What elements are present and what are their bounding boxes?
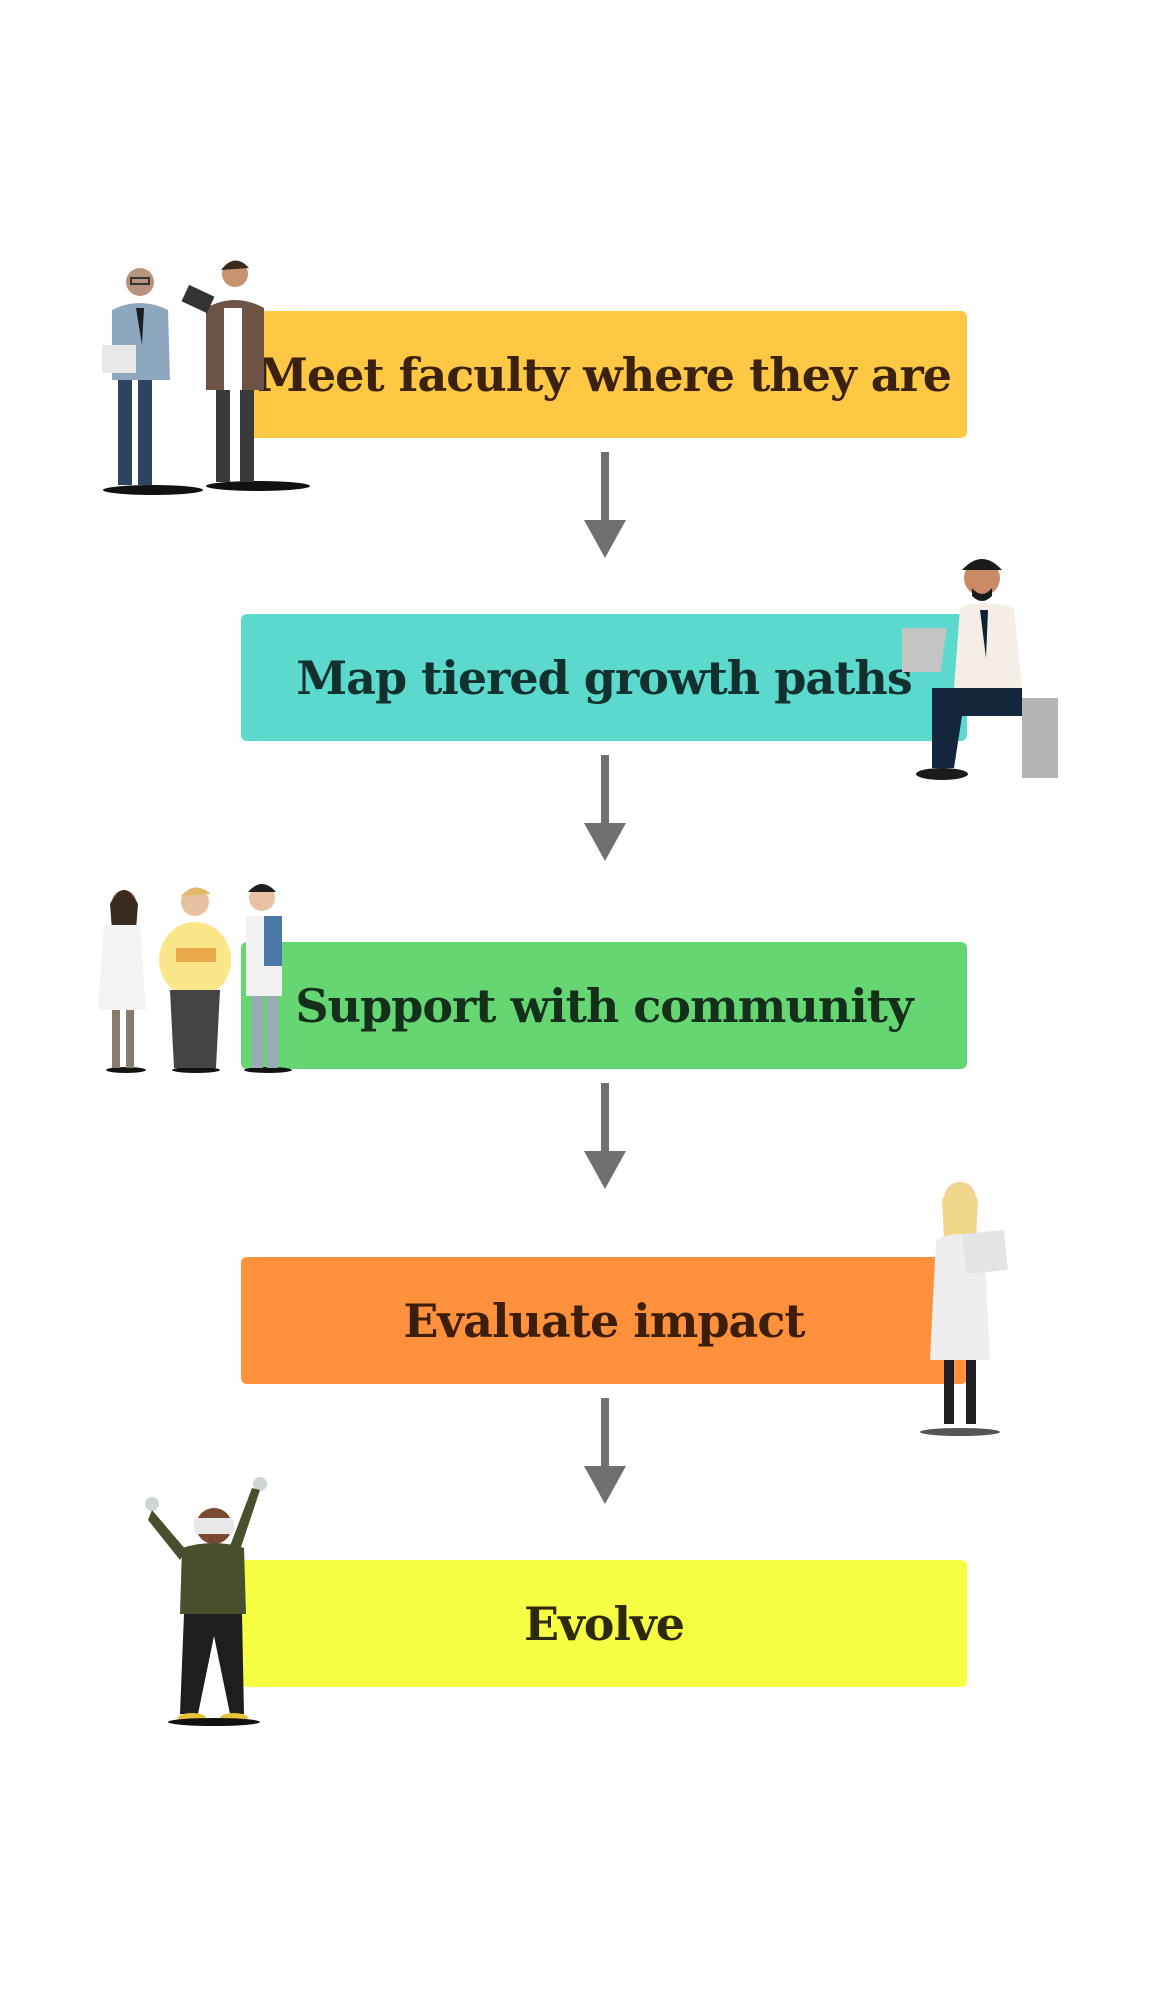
step-evolve: Evolve xyxy=(241,1560,967,1687)
two-men-talking-icon xyxy=(98,250,318,500)
arrow-down-icon xyxy=(584,1398,626,1504)
step-label: Map tiered growth paths xyxy=(296,650,913,705)
step-support-community: Support with community xyxy=(241,942,967,1069)
woman-with-laptop-icon xyxy=(910,1170,1010,1440)
man-with-laptop-icon xyxy=(902,548,1062,788)
person-vr-headset-icon xyxy=(140,1464,280,1734)
step-label: Meet faculty where they are xyxy=(256,347,952,402)
step-label: Support with community xyxy=(295,978,913,1033)
step-label: Evolve xyxy=(524,1596,685,1651)
group-of-three-icon xyxy=(98,880,308,1080)
arrow-down-icon xyxy=(584,452,626,558)
arrow-down-icon xyxy=(584,755,626,861)
step-label: Evaluate impact xyxy=(403,1293,805,1348)
arrow-down-icon xyxy=(584,1083,626,1189)
step-map-growth-paths: Map tiered growth paths xyxy=(241,614,967,741)
step-meet-faculty: Meet faculty where they are xyxy=(241,311,967,438)
step-evaluate-impact: Evaluate impact xyxy=(241,1257,967,1384)
